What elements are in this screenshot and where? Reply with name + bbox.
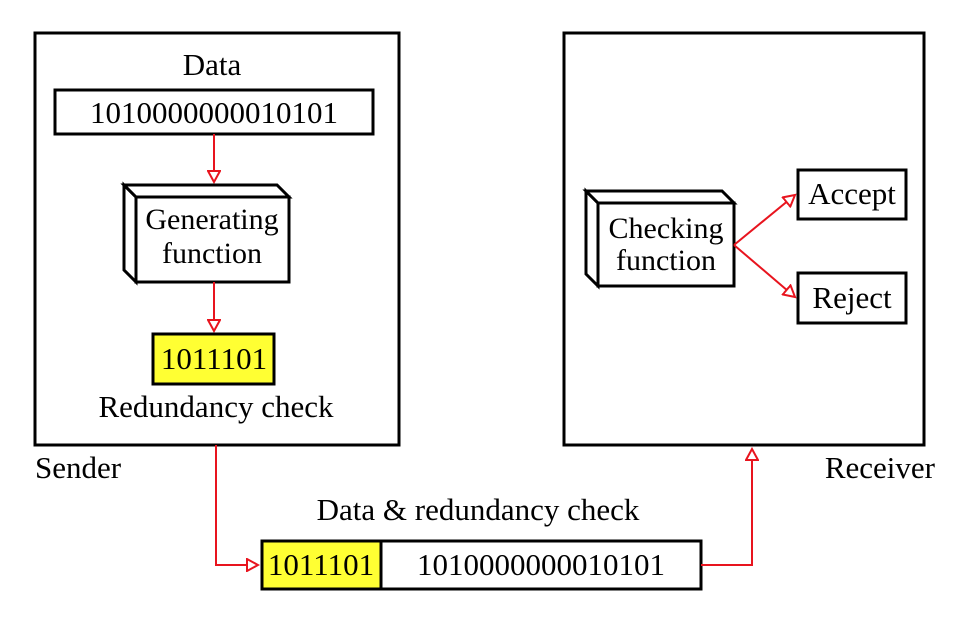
data-caption: Data <box>183 47 242 82</box>
accept-box <box>796 168 908 221</box>
sender-label: Sender <box>35 450 122 485</box>
reject-box <box>796 271 908 325</box>
checking-function-label-2: function <box>616 244 716 277</box>
generating-function-block: Generating function <box>120 181 293 286</box>
arrow-to-accept <box>733 195 795 246</box>
redundancy-bits: 1011101 <box>161 341 267 376</box>
codeword-redundancy-bits: 1011101 <box>268 547 374 582</box>
checking-function-label-1: Checking <box>609 212 724 245</box>
redundancy-caption: Redundancy check <box>99 389 334 424</box>
transmission-caption: Data & redundancy check <box>317 492 640 527</box>
arrow-sender-to-codeword <box>215 445 258 565</box>
reject-label: Reject <box>812 280 892 315</box>
generating-function-label-1: Generating <box>145 203 278 236</box>
generating-function-label-2: function <box>162 237 262 270</box>
codeword-data-box <box>379 539 703 591</box>
redundancy-bits-box <box>151 332 276 386</box>
receiver-box <box>562 31 926 447</box>
accept-label: Accept <box>808 176 896 211</box>
codeword-data-bits: 1010000000010101 <box>417 547 665 582</box>
checking-function-block: Checking function <box>582 187 738 290</box>
data-bits: 1010000000010101 <box>90 95 338 130</box>
arrow-to-reject <box>733 244 795 297</box>
receiver-label: Receiver <box>825 450 936 485</box>
codeword-redundancy-box <box>260 539 383 591</box>
arrow-codeword-to-receiver <box>701 449 752 566</box>
